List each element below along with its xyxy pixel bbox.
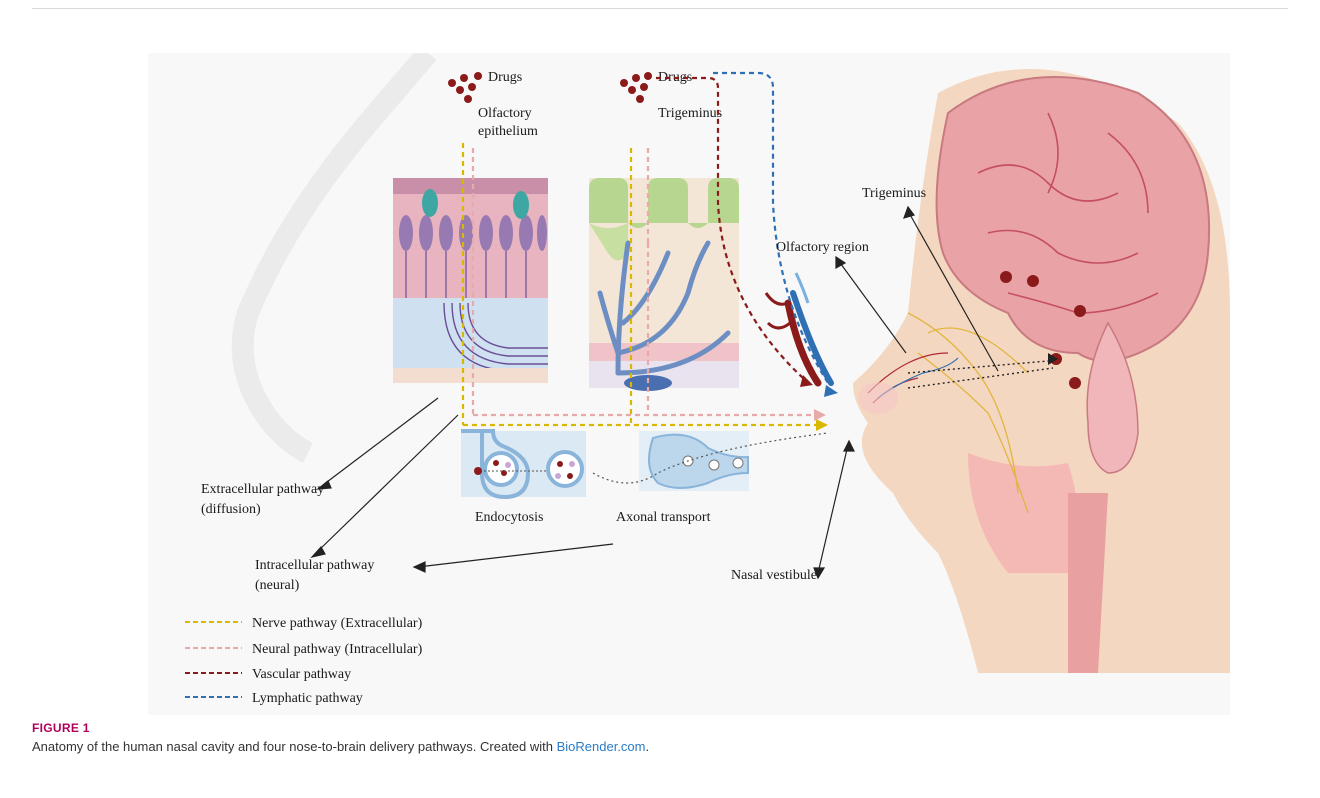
figure-caption: Anatomy of the human nasal cavity and fo… <box>32 739 1288 754</box>
trigeminal-tissue <box>589 178 739 391</box>
endocytosis-label: Endocytosis <box>475 510 543 525</box>
axonal-transport-panel <box>593 431 828 491</box>
legend-item-vascular: Vascular pathway <box>185 667 351 682</box>
drugs-label-1: Drugs <box>488 70 522 85</box>
legend-item-lymphatic: Lymphatic pathway <box>185 691 363 706</box>
nasal-vestibule-arrow-line <box>818 445 848 573</box>
olfactory-epithelium-label-line1: Olfactory <box>478 106 532 121</box>
extracellular-pathway-label-line2: (diffusion) <box>201 502 261 517</box>
drug-dots-2 <box>620 72 652 103</box>
figure-container: Drugs Drugs Olfactory epithelium Trigemi… <box>32 8 1288 769</box>
pathway-legend: Nerve pathway (Extracellular) Neural pat… <box>185 616 423 706</box>
olfactory-region-arrow <box>838 260 906 353</box>
nerve-pathway-arrowhead <box>816 419 828 431</box>
intracellular-arrow-1 <box>316 415 458 553</box>
legend-item-nerve: Nerve pathway (Extracellular) <box>185 616 423 631</box>
legend-label-lymphatic: Lymphatic pathway <box>252 691 363 706</box>
figure-label: FIGURE 1 <box>32 721 1288 735</box>
trigeminus-label: Trigeminus <box>658 106 722 121</box>
neural-pathway-arrowhead <box>814 409 826 421</box>
intracellular-arrow-2 <box>418 544 613 567</box>
head-illustration <box>853 69 1230 673</box>
olfactory-region-label: Olfactory region <box>776 240 869 255</box>
biorender-link[interactable]: BioRender.com <box>557 739 646 754</box>
legend-item-neural: Neural pathway (Intracellular) <box>185 642 423 657</box>
caption-end: . <box>646 739 650 754</box>
figure-illustration: Drugs Drugs Olfactory epithelium Trigemi… <box>148 53 1230 715</box>
legend-label-vascular: Vascular pathway <box>252 667 351 682</box>
olfactory-epithelium-tissue <box>393 178 548 383</box>
intracellular-pathway-label-line2: (neural) <box>255 578 300 593</box>
endocytosis-panel <box>461 431 586 497</box>
intracellular-pathway-label-line1: Intracellular pathway <box>255 558 374 573</box>
legend-label-nerve: Nerve pathway (Extracellular) <box>252 616 423 631</box>
olfactory-epithelium-label-line2: epithelium <box>478 124 538 139</box>
trigeminus-head-label: Trigeminus <box>862 186 926 201</box>
figure-caption-block: FIGURE 1 Anatomy of the human nasal cavi… <box>32 721 1288 754</box>
drug-dots-1 <box>448 72 482 103</box>
nasal-vestibule-label: Nasal vestibule <box>731 568 817 583</box>
legend-label-neural: Neural pathway (Intracellular) <box>252 642 423 657</box>
caption-text: Anatomy of the human nasal cavity and fo… <box>32 739 557 754</box>
pathway-diagram: Drugs Drugs Olfactory epithelium Trigemi… <box>148 53 1230 715</box>
axonal-transport-label: Axonal transport <box>616 510 711 525</box>
extracellular-pathway-label-line1: Extracellular pathway <box>201 482 324 497</box>
extracellular-arrow <box>323 398 438 485</box>
